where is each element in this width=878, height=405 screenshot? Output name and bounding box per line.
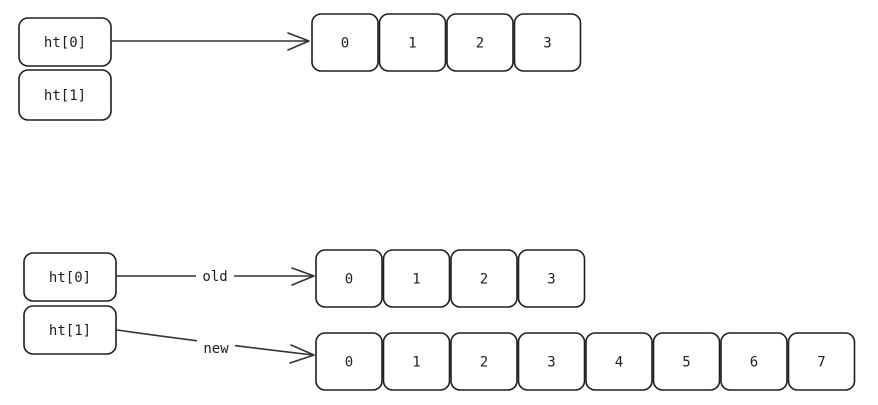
during-ht0-bucket-0: 0 — [315, 249, 383, 308]
during-ht1-label: ht[1] — [49, 323, 91, 339]
before-ht0-bucket-2: 2 — [446, 13, 514, 72]
during-ht0-bucket-3: 3 — [517, 249, 586, 308]
during-ht1-bucket-array: 0 1 2 3 4 5 6 7 — [315, 332, 856, 391]
during-ht0-bucket-1: 1 — [382, 249, 451, 308]
during-ht0-bucket-label: 3 — [547, 272, 555, 288]
during-ht1-bucket-4: 4 — [585, 332, 653, 391]
during-ht1-bucket-label: 0 — [345, 355, 353, 371]
during-ht1-bucket-6: 6 — [720, 332, 788, 391]
before-ht0-box: ht[0] — [18, 17, 112, 67]
before-ht0-bucket-1: 1 — [378, 13, 447, 72]
before-ht1-label: ht[1] — [44, 88, 86, 104]
before-ht0-label: ht[0] — [44, 35, 86, 51]
during-ht1-bucket-label: 6 — [750, 355, 758, 371]
before-ht1-box: ht[1] — [18, 69, 112, 121]
before-ht0-bucket-0: 0 — [311, 13, 379, 72]
during-ht1-box: ht[1] — [23, 305, 117, 355]
during-ht0-bucket-label: 1 — [412, 272, 420, 288]
before-rehash-group: ht[0] ht[1] 0 1 2 3 — [18, 13, 582, 121]
new-edge-label: new — [203, 341, 229, 357]
before-ht0-bucket-label: 0 — [341, 36, 349, 52]
during-ht1-bucket-label: 5 — [682, 355, 690, 371]
during-ht0-label: ht[0] — [49, 270, 91, 286]
during-ht1-bucket-label: 1 — [412, 355, 420, 371]
during-rehash-group: ht[0] ht[1] old new 0 1 2 3 0 1 2 3 4 5 6 7 — [23, 249, 856, 391]
during-ht1-bucket-label: 2 — [480, 355, 488, 371]
before-ht0-bucket-label: 3 — [543, 36, 551, 52]
during-ht0-bucket-label: 2 — [480, 272, 488, 288]
new-edge-arrow: new — [116, 329, 315, 364]
before-ht0-arrow — [110, 32, 310, 51]
during-ht1-bucket-3: 3 — [517, 332, 586, 391]
during-ht1-bucket-5: 5 — [652, 332, 721, 391]
old-edge-arrow: old — [116, 266, 315, 286]
during-ht1-bucket-7: 7 — [787, 332, 856, 391]
before-ht0-bucket-label: 1 — [408, 36, 416, 52]
before-ht0-bucket-label: 2 — [476, 36, 484, 52]
during-ht1-bucket-0: 0 — [315, 332, 383, 391]
during-ht0-bucket-label: 0 — [345, 272, 353, 288]
during-ht1-bucket-label: 7 — [817, 355, 825, 371]
during-ht1-bucket-2: 2 — [450, 332, 518, 391]
old-edge-label: old — [202, 269, 227, 285]
before-ht0-bucket-array: 0 1 2 3 — [311, 13, 582, 72]
during-ht1-bucket-label: 3 — [547, 355, 555, 371]
during-ht0-box: ht[0] — [23, 252, 117, 302]
during-ht1-bucket-1: 1 — [382, 332, 451, 391]
during-ht0-bucket-2: 2 — [450, 249, 518, 308]
during-ht0-bucket-array: 0 1 2 3 — [315, 249, 586, 308]
during-ht1-bucket-label: 4 — [615, 355, 623, 371]
before-ht0-bucket-3: 3 — [513, 13, 582, 72]
